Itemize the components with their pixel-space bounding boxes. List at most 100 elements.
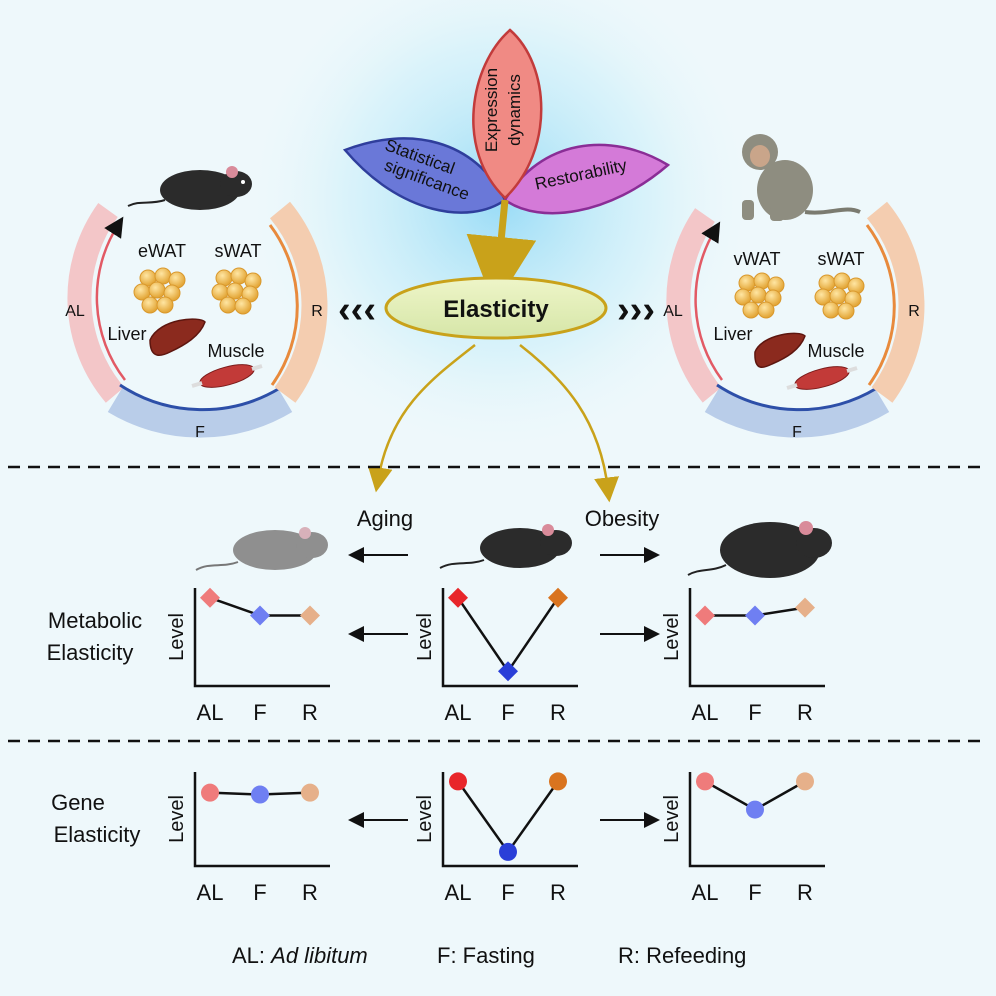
chart-point-r <box>301 783 319 802</box>
elasticity-node: Elasticity <box>384 276 608 340</box>
obesity-label: Obesity <box>585 506 660 531</box>
legend-al: AL: Ad libitum <box>232 943 368 968</box>
left-f-arc <box>107 387 293 438</box>
stem-arrow <box>466 199 537 307</box>
chart-point-r <box>548 587 568 608</box>
left-f-label: F <box>195 424 205 441</box>
chart-point-f <box>498 661 518 682</box>
chart-point-r <box>796 772 814 791</box>
right-liver-icon <box>754 332 806 368</box>
left-cycle: AL F R eWAT sWAT Liver Muscle <box>65 166 328 441</box>
chart-ylabel: Level <box>166 613 188 661</box>
chart-axes <box>441 772 578 868</box>
chart-point-f <box>745 605 765 626</box>
chart-xtick-al: AL <box>197 700 224 725</box>
chart-axes <box>688 772 825 868</box>
chart-point-f <box>251 785 269 804</box>
chart-xtick-f: F <box>748 700 761 725</box>
legend-f: F: Fasting <box>437 943 535 968</box>
legend-al-value: Ad libitum <box>269 943 368 968</box>
left-fat1-label: eWAT <box>138 241 186 261</box>
left-muscle-label: Muscle <box>207 341 264 361</box>
chart-axes <box>193 772 330 868</box>
right-chevrons: ››› <box>617 289 655 331</box>
chart-point-al <box>200 587 220 608</box>
chart-ylabel: Level <box>414 795 436 843</box>
chart-xtick-al: AL <box>445 880 472 905</box>
left-fat2-icon <box>211 267 262 315</box>
chart-point-r <box>300 605 320 626</box>
right-fat1-label: vWAT <box>734 249 781 269</box>
right-al-arc <box>666 208 722 403</box>
chart-xtick-f: F <box>501 880 514 905</box>
chart-xtick-f: F <box>501 700 514 725</box>
chart-point-al <box>449 772 467 791</box>
right-f-arc <box>704 387 890 438</box>
chart-point-r <box>795 597 815 618</box>
left-r-label: R <box>311 303 323 320</box>
chart-xtick-r: R <box>302 880 318 905</box>
obese-mouse-icon <box>687 521 832 578</box>
chart-point-al <box>448 587 468 608</box>
metabolic-row-label-1: Metabolic <box>48 608 142 633</box>
right-fat2-label: sWAT <box>818 249 865 269</box>
chart-xtick-f: F <box>253 880 266 905</box>
chart-ylabel: Level <box>414 613 436 661</box>
left-cycle-mouse-icon <box>127 166 252 210</box>
chart-point-r <box>549 772 567 791</box>
legend-al-key: AL: <box>232 943 265 968</box>
chart-point-al <box>201 783 219 802</box>
chart-line <box>456 780 560 855</box>
chart-xtick-al: AL <box>692 880 719 905</box>
legend: AL: Ad libitum F: Fasting R: Refeeding <box>232 943 746 968</box>
left-al-arc <box>67 202 125 403</box>
arrow-to-obesity <box>519 344 619 503</box>
normal-mouse-icon <box>439 524 572 569</box>
chart-xtick-r: R <box>550 880 566 905</box>
chart-axes <box>441 588 578 688</box>
left-muscle-icon <box>191 364 263 388</box>
gene-row-label-2: Elasticity <box>54 822 141 847</box>
left-liver-icon <box>149 318 206 356</box>
chart-point-f <box>746 800 764 819</box>
gene-row-label-1: Gene <box>51 790 105 815</box>
left-liver-label: Liver <box>107 324 146 344</box>
chart-line <box>456 597 560 674</box>
chart-xtick-f: F <box>253 700 266 725</box>
right-r-label: R <box>908 303 920 320</box>
chart-point-f <box>250 605 270 626</box>
right-al-label: AL <box>663 303 683 320</box>
right-fat2-icon <box>814 272 865 320</box>
right-fat1-icon <box>734 272 785 319</box>
chart-ylabel: Level <box>661 795 683 843</box>
right-muscle-label: Muscle <box>807 341 864 361</box>
right-cycle: AL F R vWAT sWAT Liver Muscle <box>663 134 925 441</box>
right-r-arc <box>866 201 925 403</box>
chart-xtick-r: R <box>302 700 318 725</box>
chart-point-f <box>499 842 517 861</box>
chart-xtick-al: AL <box>692 700 719 725</box>
monkey-icon <box>742 134 861 221</box>
arrow-to-aging <box>367 344 476 493</box>
left-al-label: AL <box>65 303 85 320</box>
right-liver-label: Liver <box>713 324 752 344</box>
chart-xtick-al: AL <box>445 700 472 725</box>
chart-xtick-r: R <box>797 700 813 725</box>
elasticity-label: Elasticity <box>443 296 549 323</box>
chart-xtick-f: F <box>748 880 761 905</box>
petal-center-text-1: Expression <box>482 68 501 152</box>
chart-axes <box>688 588 825 688</box>
chart-xtick-al: AL <box>197 880 224 905</box>
left-r-arc <box>269 201 328 403</box>
chart-axes <box>193 588 330 688</box>
chart-ylabel: Level <box>661 613 683 661</box>
left-chevrons: ‹‹‹ <box>338 289 376 331</box>
right-f-label: F <box>792 424 802 441</box>
chart-point-al <box>695 605 715 626</box>
